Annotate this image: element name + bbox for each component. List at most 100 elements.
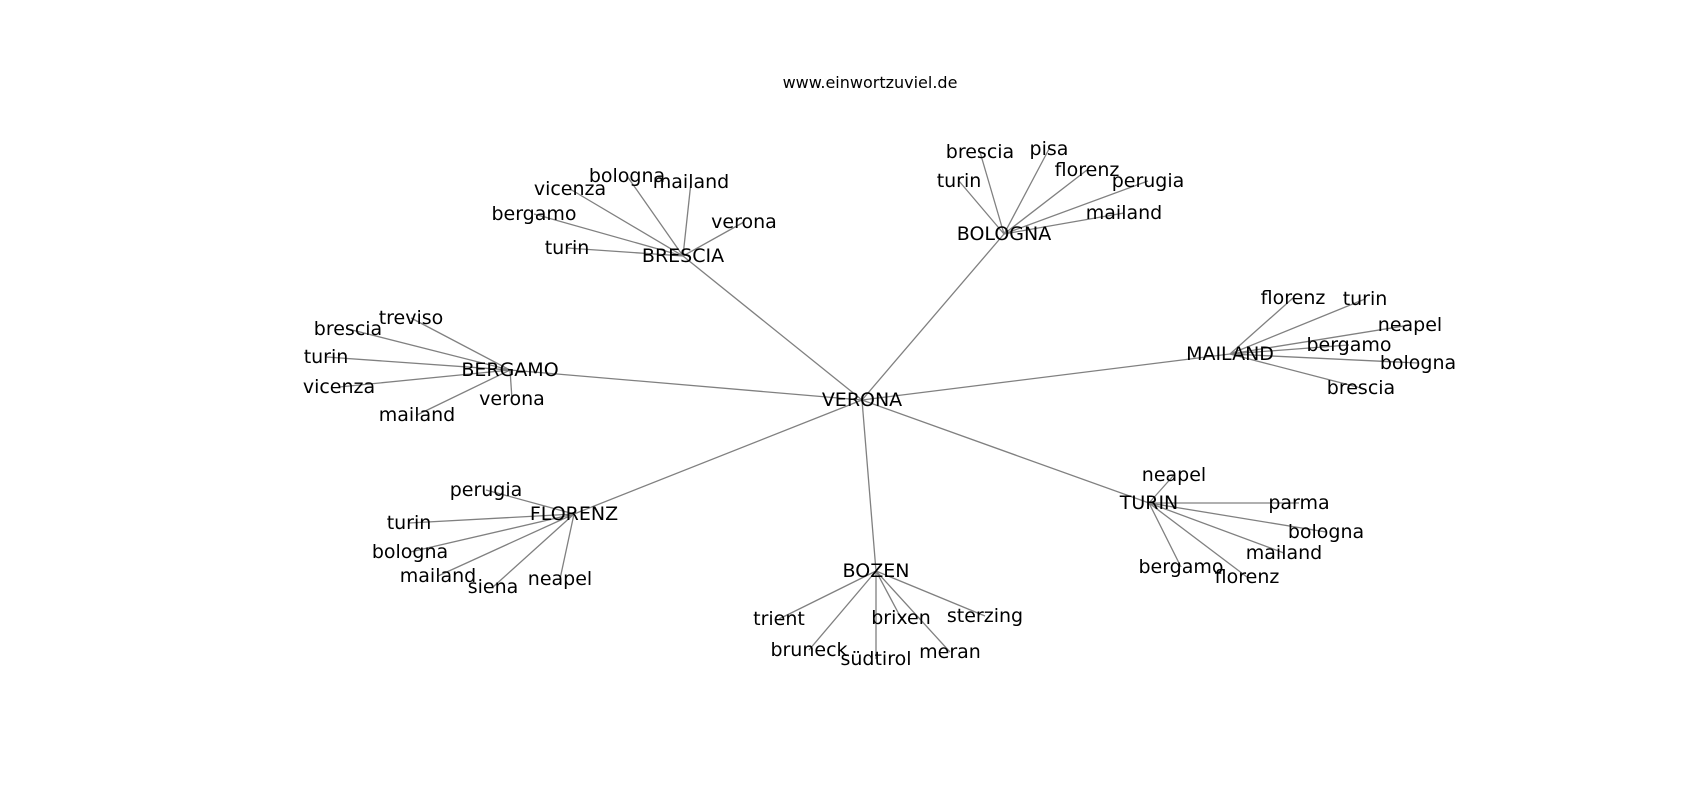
edge-bologna-florenz <box>1003 169 1088 235</box>
node-leaf-brescia-verona: verona <box>711 211 777 233</box>
node-leaf-bozen-bruneck: bruneck <box>770 639 847 661</box>
node-leaf-mailand-turin: turin <box>1343 288 1388 310</box>
node-hub-florenz: FLORENZ <box>530 503 618 525</box>
node-leaf-mailand-bergamo: bergamo <box>1306 334 1391 356</box>
node-center-verona: VERONA <box>822 389 902 411</box>
edge-center-brescia <box>682 255 863 401</box>
edge-center-bergamo <box>509 369 863 401</box>
edge-brescia-turin <box>566 247 684 257</box>
node-leaf-mailand-florenz: florenz <box>1261 287 1326 309</box>
edge-bologna-turin <box>958 180 1005 235</box>
node-leaf-florenz-turin: turin <box>387 512 432 534</box>
node-leaf-bergamo-turin: turin <box>304 346 349 368</box>
node-leaf-bologna-perugia: perugia <box>1112 170 1185 192</box>
node-leaf-bozen-sudtirol: südtirol <box>840 648 911 670</box>
node-leaf-turin-bologna: bologna <box>1288 521 1364 543</box>
edge-center-florenz <box>573 399 863 515</box>
node-leaf-bergamo-mailand: mailand <box>379 404 455 426</box>
edge-turin-bologna <box>1148 502 1327 533</box>
node-leaf-florenz-mailand: mailand <box>400 565 476 587</box>
edge-florenz-perugia <box>485 489 575 515</box>
node-leaf-bologna-brescia: brescia <box>946 141 1014 163</box>
node-leaf-mailand-brescia: brescia <box>1327 377 1395 399</box>
node-leaf-florenz-bologna: bologna <box>372 541 448 563</box>
edge-turin-neapel <box>1148 474 1175 504</box>
edge-mailand-bologna <box>1229 353 1419 364</box>
edge-bergamo-mailand <box>416 369 511 416</box>
node-leaf-bergamo-treviso: treviso <box>379 307 444 329</box>
edge-bozen-brixen <box>875 570 902 619</box>
node-hub-brescia: BRESCIA <box>642 245 724 267</box>
node-leaf-bozen-brixen: brixen <box>871 607 931 629</box>
edge-bergamo-vicenza <box>338 369 511 388</box>
edge-brescia-bologna <box>626 175 684 257</box>
edge-mailand-florenz <box>1229 297 1294 355</box>
edge-bergamo-turin <box>325 356 511 371</box>
node-leaf-florenz-siena: siena <box>468 576 519 598</box>
node-leaf-brescia-bergamo: bergamo <box>491 203 576 225</box>
node-leaf-mailand-neapel: neapel <box>1378 314 1442 336</box>
node-hub-bologna: BOLOGNA <box>957 223 1051 245</box>
labels-layer: VERONABRESCIAveronamailandbolognavicenza… <box>303 138 1456 670</box>
edges-layer <box>325 148 1419 659</box>
node-leaf-bergamo-brescia: brescia <box>314 318 382 340</box>
node-leaf-bozen-trient: trient <box>753 608 805 630</box>
node-hub-mailand: MAILAND <box>1186 343 1274 365</box>
node-leaf-florenz-neapel: neapel <box>528 568 592 590</box>
node-leaf-brescia-vicenza: vicenza <box>534 178 606 200</box>
edge-bologna-pisa <box>1003 148 1050 235</box>
edge-mailand-neapel <box>1229 324 1411 355</box>
edge-florenz-bologna <box>409 513 575 553</box>
edge-brescia-vicenza <box>569 188 684 257</box>
node-leaf-brescia-mailand: mailand <box>653 171 729 193</box>
node-leaf-turin-parma: parma <box>1268 492 1329 514</box>
node-leaf-brescia-turin: turin <box>545 237 590 259</box>
edge-bozen-sterzing <box>875 570 986 617</box>
node-leaf-bologna-pisa: pisa <box>1030 138 1069 160</box>
edge-florenz-mailand <box>437 513 575 577</box>
edge-brescia-mailand <box>682 181 692 257</box>
edge-bologna-perugia <box>1003 180 1149 235</box>
node-leaf-bergamo-vicenza: vicenza <box>303 376 375 398</box>
node-leaf-bergamo-verona: verona <box>479 388 545 410</box>
edge-florenz-siena <box>492 513 575 588</box>
node-leaf-mailand-bologna: bologna <box>1380 352 1456 374</box>
edge-center-turin <box>861 399 1150 504</box>
edge-mailand-brescia <box>1229 353 1362 389</box>
edge-florenz-neapel <box>559 513 575 580</box>
node-hub-bozen: BOZEN <box>843 560 910 582</box>
node-leaf-brescia-bologna: bologna <box>589 165 665 187</box>
edge-turin-mailand <box>1148 502 1285 554</box>
edge-bozen-trient <box>778 570 877 620</box>
edge-mailand-bergamo <box>1229 344 1350 355</box>
node-hub-turin: TURIN <box>1119 492 1179 514</box>
edge-bergamo-verona <box>509 369 513 400</box>
website-label: www.einwortzuviel.de <box>783 73 958 92</box>
edge-center-mailand <box>861 353 1231 401</box>
edge-turin-florenz <box>1148 502 1248 578</box>
edge-florenz-turin <box>408 513 575 524</box>
edge-turin-bergamo <box>1148 502 1182 568</box>
edge-mailand-turin <box>1229 298 1366 355</box>
node-leaf-bologna-florenz: florenz <box>1055 159 1120 181</box>
node-leaf-turin-florenz: florenz <box>1215 566 1280 588</box>
edge-center-bologna <box>861 233 1005 401</box>
node-leaf-bologna-turin: turin <box>937 170 982 192</box>
edge-bozen-meran <box>875 570 951 653</box>
edge-brescia-bergamo <box>533 213 684 257</box>
node-leaf-bozen-meran: meran <box>919 641 981 663</box>
node-leaf-florenz-perugia: perugia <box>450 479 523 501</box>
node-hub-bergamo: BERGAMO <box>461 359 558 381</box>
edge-brescia-verona <box>682 221 745 257</box>
edge-bozen-bruneck <box>808 570 877 651</box>
edge-bologna-brescia <box>979 151 1005 235</box>
node-leaf-turin-neapel: neapel <box>1142 464 1206 486</box>
edge-center-bozen <box>861 399 877 572</box>
edge-bergamo-treviso <box>410 317 511 371</box>
node-leaf-bologna-mailand: mailand <box>1086 202 1162 224</box>
node-leaf-turin-bergamo: bergamo <box>1138 556 1223 578</box>
node-leaf-turin-mailand: mailand <box>1246 542 1322 564</box>
edge-bologna-mailand <box>1003 212 1125 235</box>
node-leaf-bozen-sterzing: sterzing <box>947 605 1023 627</box>
